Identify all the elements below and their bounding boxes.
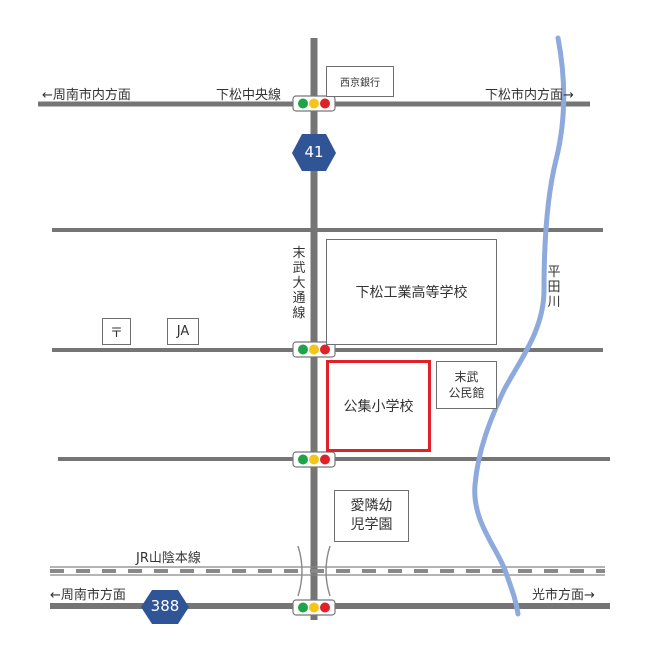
place-bank: 西京銀行 <box>326 66 394 97</box>
route-388-badge <box>141 590 189 624</box>
place-high-school: 下松工業高等学校 <box>326 239 497 345</box>
place-target-school: 公集小学校 <box>326 360 431 452</box>
traffic-light-middle <box>292 341 336 358</box>
route-388-number: 388 <box>150 597 180 615</box>
label-railway: JR山陰本線 <box>136 551 201 566</box>
railway-sanyo <box>50 566 605 576</box>
label-bottom-right-direction: 光市方面→ <box>532 588 595 603</box>
traffic-light-lower <box>292 451 336 468</box>
place-community-hall: 末武 公民館 <box>436 361 497 409</box>
place-kindergarten: 愛隣幼 児学園 <box>334 490 409 542</box>
river-hirata <box>472 35 567 617</box>
label-top-left-direction: ←周南市内方面 <box>42 88 131 103</box>
label-river: 平田川 <box>547 265 561 310</box>
place-post-office: 〒 <box>102 318 131 345</box>
place-ja: JA <box>167 318 199 345</box>
route-41-number: 41 <box>304 143 324 161</box>
label-bottom-left-direction: ←周南市方面 <box>50 588 126 603</box>
railway-crossing-right <box>325 545 331 597</box>
route-41-badge <box>292 134 336 171</box>
traffic-light-top <box>292 95 336 112</box>
label-suetake-odori-line: 末武大通線 <box>292 246 306 321</box>
railway-crossing-left <box>297 545 303 597</box>
label-shimomatsu-chuo-line: 下松中央線 <box>216 88 282 103</box>
label-top-right-direction: 下松市内方面→ <box>485 88 574 103</box>
traffic-light-bottom <box>292 599 336 616</box>
